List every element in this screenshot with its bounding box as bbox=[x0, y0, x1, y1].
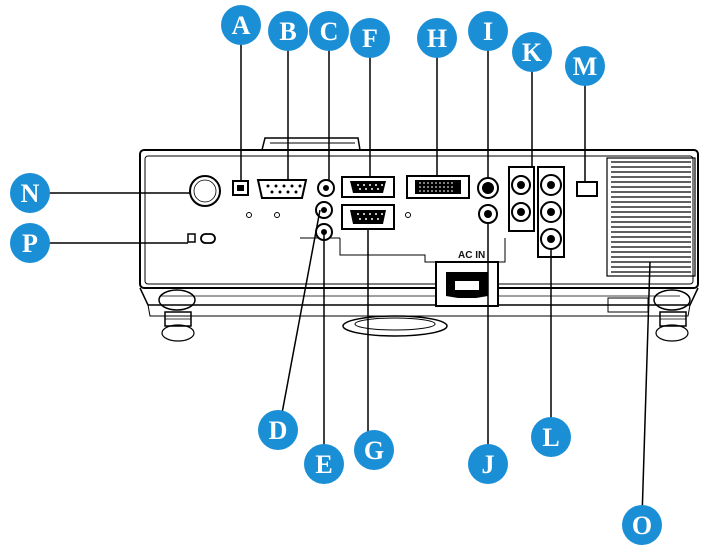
callout-circle bbox=[512, 32, 552, 72]
callout-letter: N bbox=[21, 179, 40, 208]
callout-letter: K bbox=[522, 38, 543, 67]
callout-circle bbox=[10, 173, 50, 213]
callout-h: H bbox=[417, 18, 457, 58]
callout-circle bbox=[258, 410, 298, 450]
callout-letter: P bbox=[22, 229, 38, 258]
callout-circle bbox=[268, 11, 308, 51]
callout-c: C bbox=[309, 11, 349, 51]
callout-d: D bbox=[258, 410, 298, 450]
callout-letter: F bbox=[362, 24, 378, 53]
callout-circle bbox=[468, 11, 508, 51]
callout-j: J bbox=[468, 444, 508, 484]
callout-letter: O bbox=[632, 511, 652, 540]
lan-port bbox=[576, 181, 598, 197]
callout-a: A bbox=[221, 5, 261, 45]
callout-circle bbox=[354, 430, 394, 470]
callout-b: B bbox=[268, 11, 308, 51]
callout-letter: D bbox=[269, 416, 288, 445]
callout-circle bbox=[565, 46, 605, 86]
s-video-port bbox=[477, 177, 499, 199]
callout-letter: E bbox=[315, 450, 332, 479]
projector-body bbox=[139, 137, 699, 342]
callout-i: I bbox=[468, 11, 508, 51]
callout-p: P bbox=[10, 223, 50, 263]
audio-in-jack bbox=[317, 179, 335, 197]
callout-letter: M bbox=[573, 52, 598, 81]
component-rca-ports bbox=[537, 166, 565, 258]
vent-grille bbox=[611, 161, 691, 273]
security-lock-slot bbox=[187, 233, 216, 244]
callout-circle bbox=[10, 223, 50, 263]
computer-in-port-2 bbox=[341, 204, 395, 230]
callout-circle bbox=[531, 417, 571, 457]
callout-m: M bbox=[565, 46, 605, 86]
callout-circle bbox=[309, 11, 349, 51]
control-port bbox=[256, 179, 308, 199]
callout-e: E bbox=[304, 444, 344, 484]
callout-n: N bbox=[10, 173, 50, 213]
remote-sensor bbox=[189, 175, 221, 207]
callout-letter: B bbox=[279, 17, 296, 46]
callout-f: F bbox=[350, 18, 390, 58]
computer-in-port-1 bbox=[341, 176, 395, 198]
callout-k: K bbox=[512, 32, 552, 72]
video-port bbox=[478, 204, 498, 224]
callout-g: G bbox=[354, 430, 394, 470]
leader-lines bbox=[36, 38, 651, 519]
callout-circle bbox=[221, 5, 261, 45]
callout-letter: J bbox=[482, 450, 495, 479]
callout-letter: C bbox=[320, 17, 339, 46]
callout-letter: H bbox=[427, 24, 447, 53]
callout-letter: L bbox=[542, 423, 559, 452]
audio-rca-ports bbox=[508, 166, 535, 232]
callout-circle bbox=[350, 18, 390, 58]
callout-circle bbox=[304, 444, 344, 484]
callout-letter: G bbox=[364, 436, 384, 465]
ac-in-label: AC IN bbox=[458, 250, 485, 261]
callout-circle bbox=[417, 18, 457, 58]
callout-o: O bbox=[622, 505, 662, 545]
callout-letter: A bbox=[232, 11, 251, 40]
callout-circle bbox=[468, 444, 508, 484]
callout-l: L bbox=[531, 417, 571, 457]
callout-letter: I bbox=[483, 17, 493, 46]
dvi-port bbox=[406, 175, 470, 199]
callout-circle bbox=[622, 505, 662, 545]
